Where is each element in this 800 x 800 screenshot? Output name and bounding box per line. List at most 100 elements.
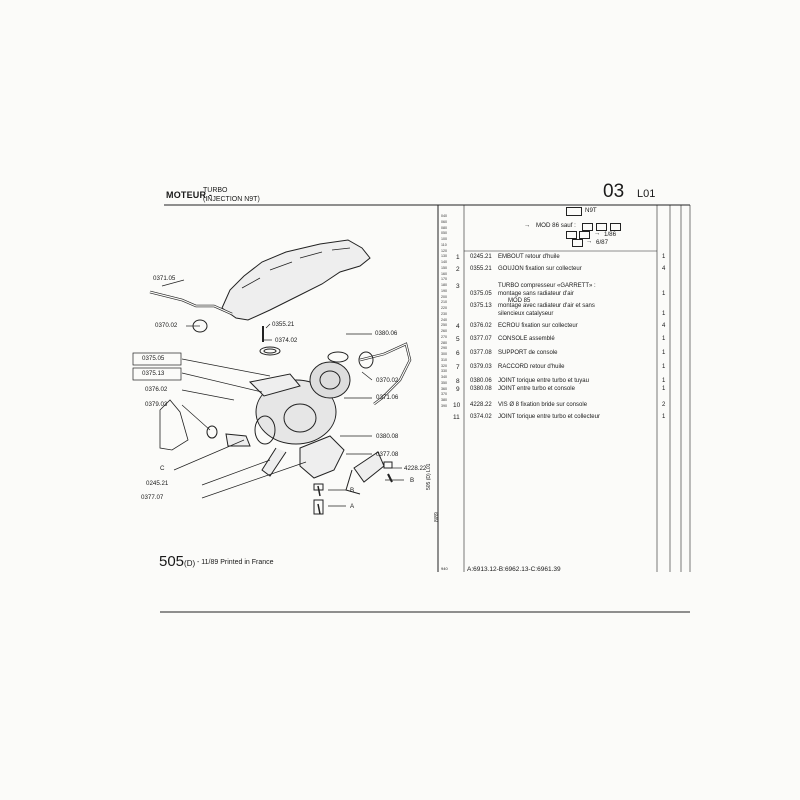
part-quantity: 1 — [662, 378, 666, 384]
part-reference: 0375.13 — [470, 303, 492, 309]
applicability-arrow-icon: → — [524, 222, 531, 229]
row-code: 370 — [441, 392, 447, 397]
label-0380-08: 0380.08 — [376, 433, 399, 440]
part-quantity: 1 — [662, 350, 666, 356]
row-code: 390 — [441, 403, 447, 408]
row-code: 120 — [441, 248, 447, 253]
bottom-row-code: 940 — [441, 566, 448, 571]
label-0375-13: 0375.13 — [142, 370, 165, 377]
applicability-arrow-icon: → — [586, 238, 593, 245]
part-description: GOUJON fixation sur collecteur — [498, 266, 582, 272]
row-code: 240 — [441, 317, 447, 322]
row-code: 360 — [441, 386, 447, 391]
part-index: 3 — [456, 283, 460, 290]
row-code: 350 — [441, 380, 447, 385]
print-note: - 11/89 Printed in France — [197, 559, 274, 566]
row-code: 340 — [441, 375, 447, 379]
part-description: CONSOLE assemblé — [498, 336, 555, 342]
row-code: 100 — [441, 237, 447, 241]
code-box-icon — [566, 231, 577, 239]
row-code: 330 — [441, 369, 447, 374]
label-0377-07: 0377.07 — [141, 494, 164, 501]
part-reference: 0375.05 — [470, 291, 492, 297]
part-reference: 0245.21 — [470, 254, 492, 260]
part-description: ECROU fixation sur collecteur — [498, 323, 578, 329]
part-quantity: 1 — [662, 311, 666, 317]
part-description: montage sans radiateur d'air — [498, 291, 574, 297]
applicability-line-2: 1/86 — [604, 231, 617, 238]
row-code: 310 — [441, 357, 447, 362]
row-code: 200 — [441, 294, 447, 299]
row-code: 160 — [441, 271, 447, 276]
label-B: B — [350, 487, 355, 494]
engine-code: N9T — [585, 207, 597, 214]
code-box-icon — [572, 239, 583, 247]
label-0371-06: 0371.06 — [376, 394, 399, 401]
code-box-icon — [579, 231, 590, 239]
part-quantity: 1 — [662, 414, 666, 420]
engine-box-icon — [566, 207, 582, 216]
part-quantity: 1 — [662, 386, 666, 392]
row-code: 290 — [441, 346, 447, 351]
part-reference: 4228.22 — [470, 402, 492, 408]
row-code: 270 — [441, 334, 447, 339]
subtitle-line-1: TURBO — [203, 187, 228, 194]
part-index: 2 — [456, 266, 460, 273]
part-description: JOINT entre turbo et console — [498, 386, 575, 392]
part-index: 7 — [456, 364, 460, 371]
part-index: 1 — [456, 254, 460, 261]
code-box-icon — [610, 223, 621, 231]
subtitle-line-2: (INJECTION N9T) — [203, 196, 260, 203]
applicability-line-3: 6/87 — [596, 239, 609, 246]
section-code: 03 — [603, 181, 625, 202]
label-0380-06: 0380.06 — [375, 330, 398, 337]
part-description: EMBOUT retour d'huile — [498, 254, 560, 260]
row-code: 110 — [441, 242, 447, 247]
row-code: 250 — [441, 323, 447, 328]
row-code: 180 — [441, 283, 447, 287]
label-0371-05: 0371.05 — [153, 275, 176, 282]
label-B: B — [410, 477, 415, 484]
part-reference: 0377.08 — [470, 350, 492, 356]
label-0370-02-b: 0370.02 — [376, 377, 399, 384]
part-reference: 0376.02 — [470, 323, 492, 329]
row-code: 150 — [441, 265, 447, 270]
label-0377-08: 0377.08 — [376, 451, 399, 458]
part-description: montage avec radiateur d'air et sans — [498, 303, 595, 309]
side-date: 8/89 — [434, 512, 440, 522]
label-4228-22: 4228.22 — [404, 465, 427, 472]
part-quantity: 1 — [662, 254, 666, 260]
part-reference: 0380.08 — [470, 386, 492, 392]
part-index: 9 — [456, 386, 460, 393]
part-description: silencieux catalyseur — [498, 311, 554, 317]
row-code: 320 — [441, 363, 447, 368]
part-index: 6 — [456, 350, 460, 357]
row-code: 140 — [441, 260, 447, 264]
row-code: 210 — [441, 300, 447, 305]
part-description: JOINT torique entre turbo et tuyau — [498, 378, 589, 384]
part-index: 10 — [453, 402, 461, 409]
row-code: 040 — [441, 214, 447, 218]
part-quantity: 2 — [662, 402, 666, 408]
row-code: 260 — [441, 329, 447, 333]
part-quantity: 1 — [662, 291, 666, 297]
side-reference: 505 (D) L01 — [426, 463, 432, 490]
part-quantity: 1 — [662, 364, 666, 370]
part-quantity: 1 — [662, 336, 666, 342]
part-reference: 0374.02 — [470, 414, 492, 420]
label-0376-02: 0376.02 — [145, 386, 168, 393]
row-code: 050 — [441, 231, 447, 236]
row-code: 300 — [441, 352, 447, 356]
page-reference: A:6913.12-B:6962.13-C:6961.39 — [467, 566, 561, 573]
label-0379-03: 0379.03 — [145, 401, 168, 408]
label-C: C — [160, 465, 165, 472]
part-reference: 0380.06 — [470, 378, 492, 384]
part-index: 4 — [456, 323, 460, 330]
row-code: 080 — [441, 225, 447, 230]
applicability-line-1: MOD 86 sauf : — [536, 222, 576, 229]
part-description: JOINT torique entre turbo et collecteur — [498, 414, 600, 420]
part-description: VIS Ø 8 fixation bride sur console — [498, 402, 588, 408]
row-code: 190 — [441, 288, 447, 293]
